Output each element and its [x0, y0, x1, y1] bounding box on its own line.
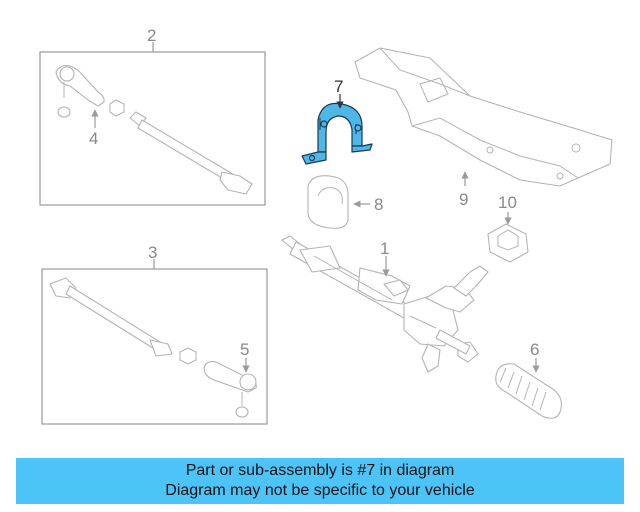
- callout-2: 2: [147, 26, 156, 45]
- tie-rod-kit-box: 2 4: [39, 26, 266, 206]
- rack-boot-part: [495, 363, 563, 419]
- rack-bushing-part: [307, 175, 349, 229]
- callout-9: 9: [459, 190, 468, 209]
- callout-4: 4: [89, 129, 98, 148]
- banner-line-2: Diagram may not be specific to your vehi…: [165, 482, 475, 499]
- callout-10: 10: [498, 193, 517, 212]
- inner-rod-kit-box: 3 5: [41, 243, 268, 425]
- tie-rod-end-part-lower: [203, 361, 257, 418]
- steering-rack-bracket-part[interactable]: [301, 102, 373, 165]
- tie-rod-end-part: [55, 65, 105, 118]
- callout-1: 1: [380, 239, 389, 258]
- callout-6: 6: [530, 340, 539, 359]
- info-banner: Part or sub-assembly is #7 in diagram Di…: [16, 458, 624, 504]
- parts-diagram: 2 4 3 5: [39, 26, 613, 425]
- mount-insulator-part: [487, 223, 529, 263]
- crossmember-part: [354, 47, 613, 187]
- callout-3: 3: [148, 243, 157, 262]
- callout-5: 5: [240, 340, 249, 359]
- steering-gear-assembly-part: [281, 235, 489, 373]
- banner-line-1: Part or sub-assembly is #7 in diagram: [185, 462, 455, 479]
- inner-rod-part: [129, 111, 253, 195]
- callout-7: 7: [334, 77, 343, 96]
- callout-8: 8: [374, 195, 383, 214]
